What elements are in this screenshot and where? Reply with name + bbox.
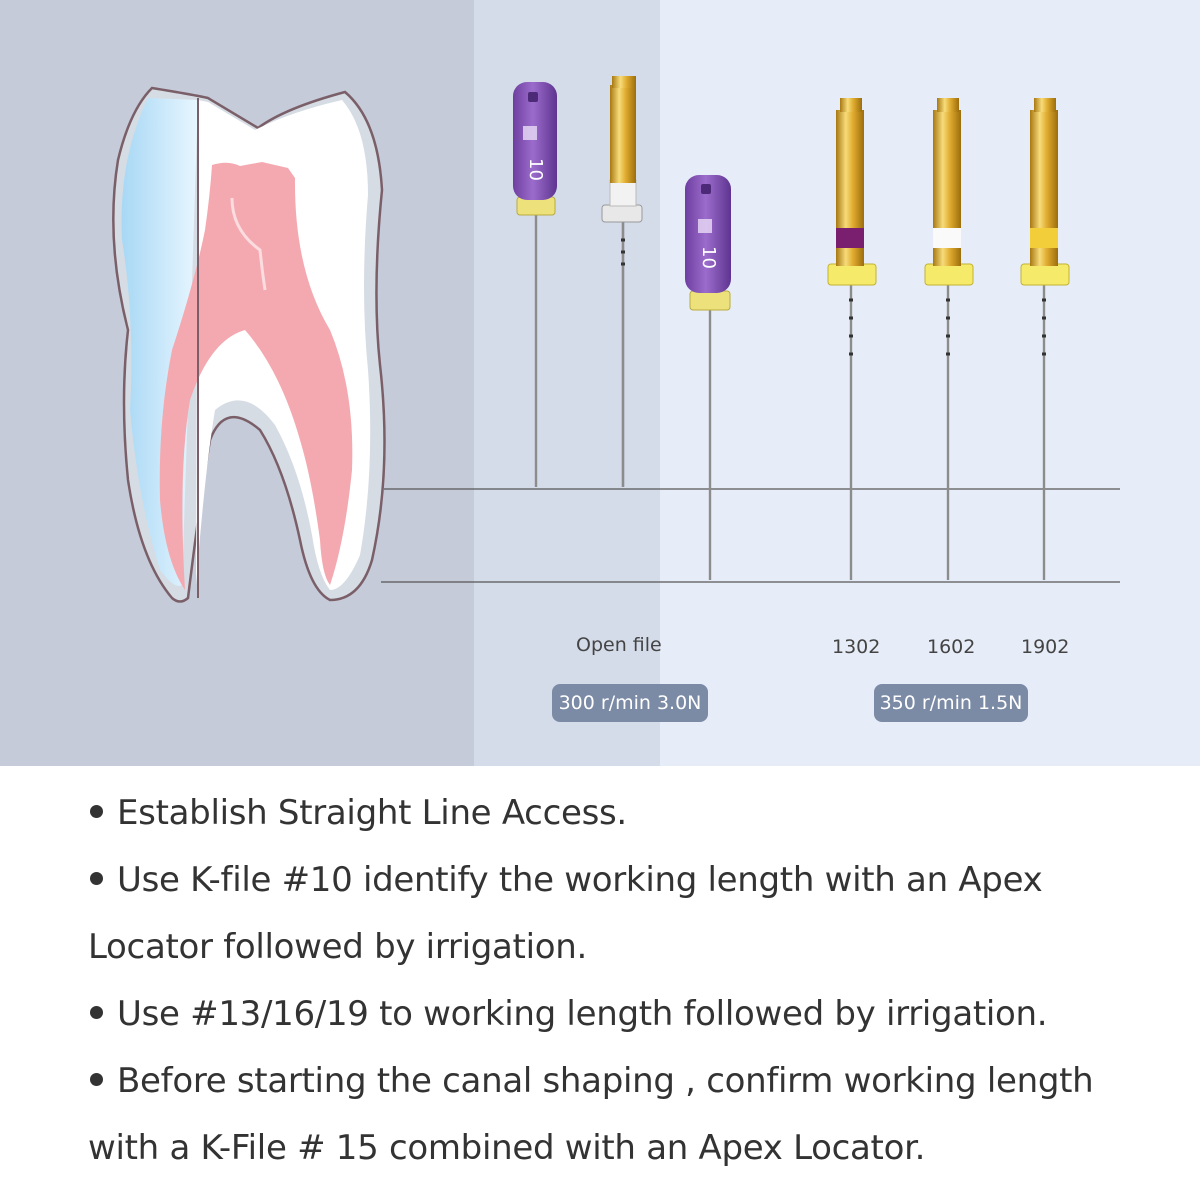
open-file-label: Open file (576, 634, 662, 656)
bullet-icon (90, 872, 103, 885)
step-4: Before starting the canal shaping , conf… (88, 1048, 1128, 1115)
step-2-continued: Locator followed by irrigation. (88, 927, 587, 967)
step-3: Use #13/16/19 to working length followed… (88, 981, 1128, 1048)
step-1: Establish Straight Line Access. (88, 780, 1128, 847)
k-file-size-label-left: 10 (525, 158, 546, 181)
step-4-text: Before starting the canal shaping , conf… (117, 1061, 1094, 1101)
step-2-text: Use K-file #10 identify the working leng… (117, 860, 1043, 900)
shaping-files-background (660, 0, 1200, 766)
step-1-text: Establish Straight Line Access. (117, 793, 627, 833)
shaping-files-speed-badge: 350 r/min 1.5N (874, 684, 1028, 722)
step-2: Use K-file #10 identify the working leng… (88, 847, 1128, 914)
file-1602-label: 1602 (927, 636, 976, 658)
k-file-10-lower (685, 175, 731, 580)
file-1602 (924, 98, 974, 580)
open-file-speed-badge: 300 r/min 3.0N (552, 684, 708, 722)
step-4-continued: with a K-File # 15 combined with an Apex… (88, 1128, 926, 1168)
k-file-size-label-lower: 10 (698, 246, 719, 269)
bullet-icon (90, 805, 103, 818)
bullet-icon (90, 1073, 103, 1086)
bullet-icon (90, 1006, 103, 1019)
open-file (601, 76, 643, 487)
k-file-10-left (513, 82, 557, 487)
tooth-illustration (112, 86, 386, 603)
illustration-panel: 10 10 (0, 0, 1200, 766)
file-1302-label: 1302 (832, 636, 881, 658)
instruction-list: Establish Straight Line Access. Use K-fi… (88, 780, 1128, 1182)
file-1302 (827, 98, 877, 580)
illustration-art: 10 10 (112, 76, 1120, 603)
file-1902-label: 1902 (1021, 636, 1070, 658)
file-1902 (1020, 98, 1070, 580)
step-3-text: Use #13/16/19 to working length followed… (117, 994, 1048, 1034)
